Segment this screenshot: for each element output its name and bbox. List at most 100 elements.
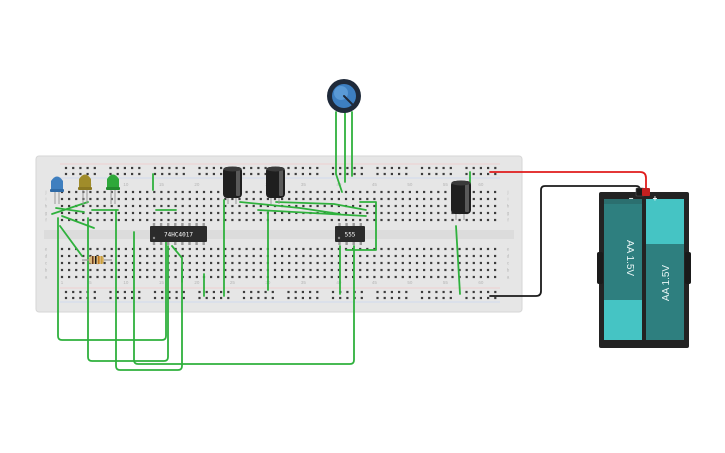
breadboard-hole[interactable] [212, 166, 215, 170]
led-green[interactable] [106, 174, 120, 205]
breadboard-hole[interactable] [380, 254, 383, 258]
breadboard-hole[interactable] [146, 204, 149, 208]
breadboard-hole[interactable] [273, 268, 277, 272]
breadboard-hole[interactable] [408, 254, 411, 258]
breadboard-hole[interactable] [472, 275, 475, 279]
breadboard-hole[interactable] [430, 275, 433, 279]
breadboard-hole[interactable] [72, 296, 75, 300]
breadboard-hole[interactable] [479, 166, 482, 170]
breadboard-hole[interactable] [131, 275, 135, 279]
breadboard-hole[interactable] [444, 247, 447, 251]
breadboard-hole[interactable] [245, 218, 248, 222]
breadboard-hole[interactable] [231, 204, 234, 208]
breadboard-hole[interactable] [360, 166, 363, 170]
breadboard-hole[interactable] [366, 204, 369, 208]
breadboard-hole[interactable] [212, 172, 215, 176]
breadboard-hole[interactable] [139, 190, 142, 194]
breadboard-hole[interactable] [344, 197, 348, 201]
breadboard-hole[interactable] [174, 197, 177, 201]
breadboard-hole[interactable] [217, 211, 220, 215]
breadboard-hole[interactable] [339, 296, 342, 300]
breadboard-hole[interactable] [139, 261, 142, 265]
breadboard-hole[interactable] [330, 261, 333, 265]
breadboard-hole[interactable] [316, 254, 319, 258]
breadboard-hole[interactable] [231, 211, 234, 215]
breadboard-hole[interactable] [344, 190, 348, 194]
breadboard-hole[interactable] [109, 166, 112, 170]
breadboard-hole[interactable] [344, 211, 348, 215]
breadboard-hole[interactable] [430, 211, 433, 215]
breadboard-hole[interactable] [131, 290, 134, 294]
breadboard-hole[interactable] [195, 190, 198, 194]
breadboard-hole[interactable] [131, 218, 135, 222]
breadboard-hole[interactable] [401, 190, 404, 194]
breadboard-hole[interactable] [266, 197, 269, 201]
breadboard-hole[interactable] [405, 290, 408, 294]
breadboard-hole[interactable] [359, 197, 362, 201]
breadboard-hole[interactable] [494, 197, 497, 201]
breadboard-hole[interactable] [383, 296, 386, 300]
breadboard-hole[interactable] [89, 275, 92, 279]
breadboard-hole[interactable] [160, 268, 163, 272]
breadboard-hole[interactable] [281, 268, 284, 272]
breadboard-hole[interactable] [281, 247, 284, 251]
breadboard-hole[interactable] [259, 254, 262, 258]
breadboard-hole[interactable] [316, 197, 319, 201]
breadboard-hole[interactable] [309, 261, 312, 265]
breadboard-hole[interactable] [245, 190, 248, 194]
breadboard-hole[interactable] [167, 218, 170, 222]
breadboard-hole[interactable] [131, 254, 135, 258]
breadboard-hole[interactable] [89, 197, 92, 201]
breadboard-hole[interactable] [217, 275, 220, 279]
breadboard-hole[interactable] [415, 197, 419, 201]
breadboard-hole[interactable] [238, 211, 241, 215]
breadboard-hole[interactable] [302, 254, 305, 258]
breadboard-hole[interactable] [451, 218, 454, 222]
breadboard-hole[interactable] [330, 268, 333, 272]
breadboard-hole[interactable] [337, 204, 340, 208]
breadboard-hole[interactable] [259, 275, 262, 279]
breadboard-hole[interactable] [117, 254, 120, 258]
breadboard-hole[interactable] [210, 197, 213, 201]
breadboard-hole[interactable] [238, 204, 241, 208]
breadboard-hole[interactable] [323, 268, 326, 272]
breadboard-hole[interactable] [210, 268, 213, 272]
breadboard-hole[interactable] [309, 166, 312, 170]
breadboard-hole[interactable] [435, 296, 438, 300]
breadboard-hole[interactable] [153, 275, 156, 279]
breadboard-hole[interactable] [153, 172, 157, 176]
breadboard-hole[interactable] [103, 218, 106, 222]
breadboard-hole[interactable] [273, 261, 277, 265]
breadboard-hole[interactable] [376, 166, 379, 170]
breadboard-hole[interactable] [346, 296, 349, 300]
breadboard-hole[interactable] [408, 211, 411, 215]
breadboard-hole[interactable] [494, 172, 497, 176]
breadboard-hole[interactable] [167, 190, 170, 194]
breadboard-hole[interactable] [394, 218, 397, 222]
breadboard-hole[interactable] [479, 190, 482, 194]
breadboard-hole[interactable] [352, 204, 355, 208]
breadboard-hole[interactable] [415, 204, 419, 208]
breadboard-hole[interactable] [266, 204, 269, 208]
breadboard-hole[interactable] [174, 190, 177, 194]
breadboard-hole[interactable] [68, 204, 71, 208]
breadboard-hole[interactable] [103, 254, 106, 258]
breadboard-hole[interactable] [337, 190, 340, 194]
breadboard-hole[interactable] [224, 218, 227, 222]
breadboard-hole[interactable] [494, 254, 497, 258]
breadboard-hole[interactable] [387, 190, 390, 194]
breadboard-hole[interactable] [344, 218, 348, 222]
breadboard-hole[interactable] [423, 204, 426, 208]
breadboard-hole[interactable] [202, 218, 206, 222]
breadboard-hole[interactable] [380, 197, 383, 201]
breadboard-hole[interactable] [487, 290, 490, 294]
breadboard-hole[interactable] [486, 190, 490, 194]
breadboard-hole[interactable] [316, 275, 319, 279]
breadboard-hole[interactable] [124, 261, 127, 265]
breadboard-hole[interactable] [202, 268, 206, 272]
breadboard-hole[interactable] [224, 254, 227, 258]
breadboard-hole[interactable] [188, 190, 191, 194]
breadboard-hole[interactable] [472, 190, 475, 194]
breadboard-hole[interactable] [153, 218, 156, 222]
breadboard-hole[interactable] [210, 275, 213, 279]
